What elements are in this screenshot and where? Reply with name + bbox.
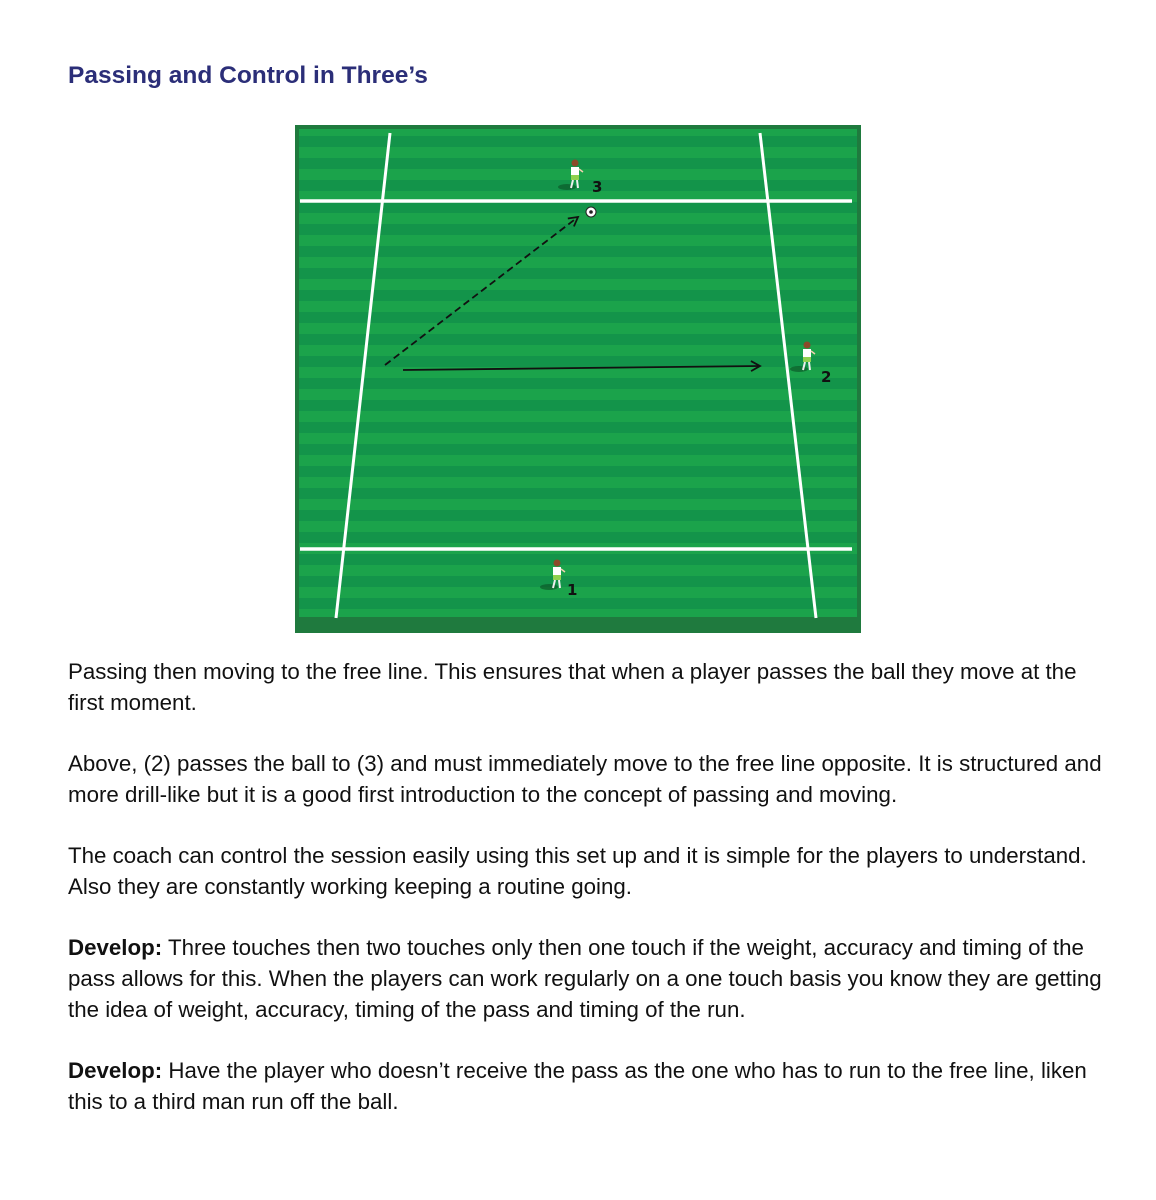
left-side-line <box>334 132 392 619</box>
paragraph: Above, (2) passes the ball to (3) and mu… <box>68 749 1108 810</box>
player-3: 3 <box>557 158 602 196</box>
paragraph-text: The coach can control the session easily… <box>68 843 1087 899</box>
run-arrow-solid <box>402 360 762 372</box>
drill-diagram: 3 2 1 <box>295 125 861 633</box>
paragraph: Passing then moving to the free line. Th… <box>68 657 1108 718</box>
pitch-grass <box>299 129 857 617</box>
paragraph-text: Passing then moving to the free line. Th… <box>68 659 1077 715</box>
player-1: 1 <box>539 558 577 599</box>
paragraph: The coach can control the session easily… <box>68 841 1108 902</box>
paragraph-lead: Develop: <box>68 935 163 961</box>
player-2: 2 <box>789 340 831 386</box>
body-text: Passing then moving to the free line. Th… <box>68 657 1108 1148</box>
paragraph-text: Have the player who doesn’t receive the … <box>68 1058 1087 1114</box>
paragraph-develop: Develop: Have the player who doesn’t rec… <box>68 1056 1108 1117</box>
paragraph-develop: Develop: Three touches then two touches … <box>68 933 1108 1025</box>
player-label: 3 <box>592 178 602 196</box>
right-side-line <box>758 132 818 619</box>
ball-icon <box>585 206 597 218</box>
pass-arrow-dashed <box>384 215 580 366</box>
player-label: 2 <box>821 368 831 386</box>
paragraph-text: Above, (2) passes the ball to (3) and mu… <box>68 751 1102 807</box>
paragraph-lead: Develop: <box>68 1058 163 1084</box>
paragraph-text: Three touches then two touches only then… <box>68 935 1102 1022</box>
page-title: Passing and Control in Three’s <box>68 62 428 89</box>
player-label: 1 <box>567 581 577 599</box>
